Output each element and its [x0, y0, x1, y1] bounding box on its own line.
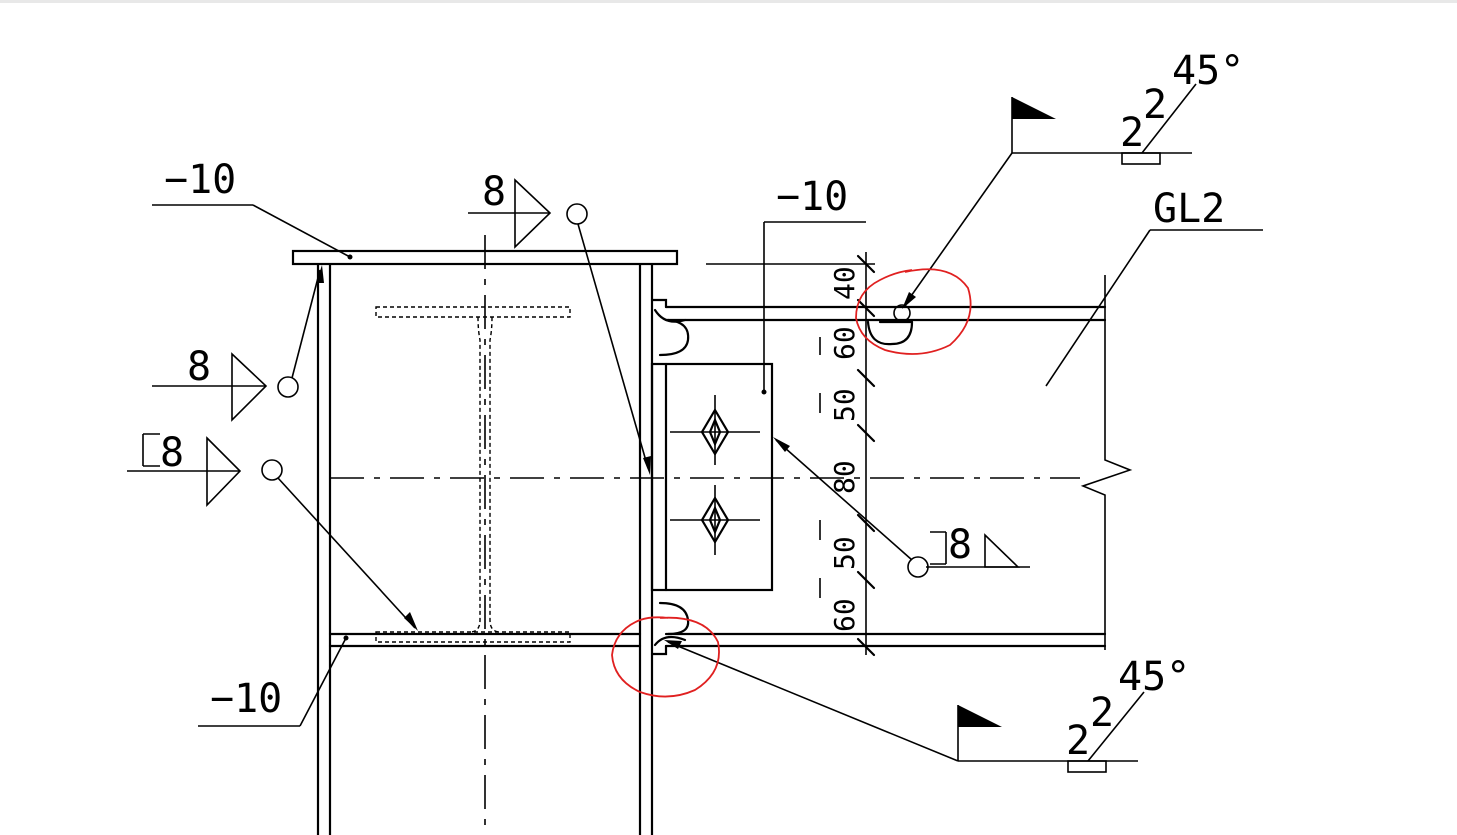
label-plate-fin: −10 [776, 174, 848, 220]
label-weld-left-size: 8 [187, 344, 211, 390]
label-bevel-top-b: 2 [1143, 82, 1167, 128]
field-weld-symbol-top [866, 83, 1197, 346]
field-weld-symbol-bottom [664, 640, 1145, 773]
leader-plate-fin [761, 221, 866, 395]
label-bevel-bottom-b: 2 [1090, 690, 1114, 736]
label-plate-bottom: −10 [210, 676, 282, 722]
beam-gl2 [330, 275, 1133, 656]
hidden-h-section [375, 306, 571, 643]
label-beam: GL2 [1153, 186, 1225, 232]
window-top-border [0, 0, 1457, 3]
weld-symbol-left-bracket [127, 433, 418, 631]
dim-80: 80 [828, 460, 861, 494]
label-weld-bracket-left: 8 [160, 430, 184, 476]
dim-40: 40 [828, 266, 861, 300]
label-bevel-top-a: 2 [1120, 110, 1144, 156]
weld-symbol-right-bracket [773, 437, 1030, 578]
dim-50-bottom: 50 [828, 536, 861, 570]
leader-plate-top [152, 204, 353, 260]
label-bevel-bottom-a: 2 [1066, 718, 1090, 764]
weld-symbol-top [468, 178, 651, 475]
label-angle-bottom: 45° [1118, 654, 1190, 700]
dimension-chain [706, 252, 876, 657]
dim-60-bottom: 60 [828, 598, 861, 632]
leader-beam [1045, 229, 1263, 387]
dim-60-top: 60 [828, 326, 861, 360]
label-angle-top: 45° [1172, 48, 1244, 94]
column [291, 235, 679, 835]
dim-50-top: 50 [828, 388, 861, 422]
red-markup-circle-top [855, 268, 972, 355]
label-weld-top-size: 8 [482, 169, 506, 215]
label-weld-bracket-right: 8 [948, 522, 972, 568]
leader-plate-bottom [198, 635, 349, 727]
red-markup-circle-bottom [611, 616, 720, 698]
fin-plate [650, 362, 774, 592]
label-plate-top: −10 [164, 157, 236, 203]
weld-symbol-left-top [152, 265, 324, 422]
